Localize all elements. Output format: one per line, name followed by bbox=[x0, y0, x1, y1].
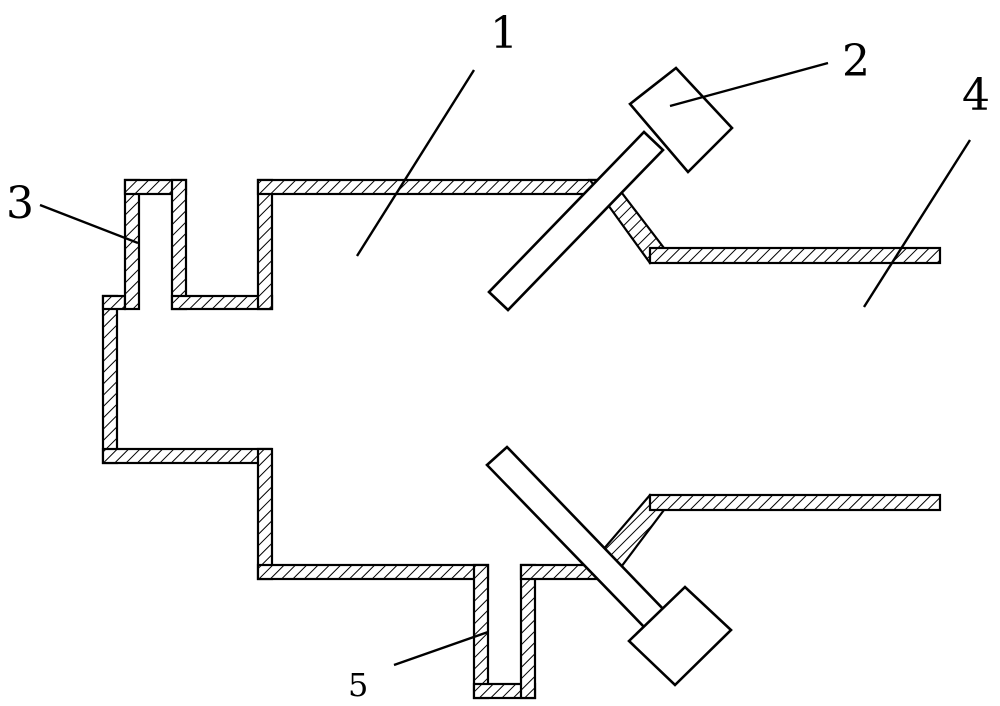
label-part-4: 4 bbox=[962, 70, 990, 121]
leader-line-3 bbox=[39, 203, 139, 245]
chamber-wall-upper bbox=[101, 178, 942, 465]
leader-line-2 bbox=[669, 61, 829, 108]
label-part-5: 5 bbox=[348, 666, 368, 704]
upper-probe bbox=[487, 66, 734, 312]
label-part-2: 2 bbox=[842, 36, 870, 87]
lower-probe bbox=[485, 445, 733, 687]
chamber-wall-lower bbox=[101, 447, 942, 700]
label-part-1: 1 bbox=[490, 8, 518, 59]
leader-line-4 bbox=[862, 139, 972, 308]
leader-line-1 bbox=[355, 69, 476, 257]
leader-line-5 bbox=[393, 630, 489, 667]
label-part-3: 3 bbox=[6, 178, 34, 229]
